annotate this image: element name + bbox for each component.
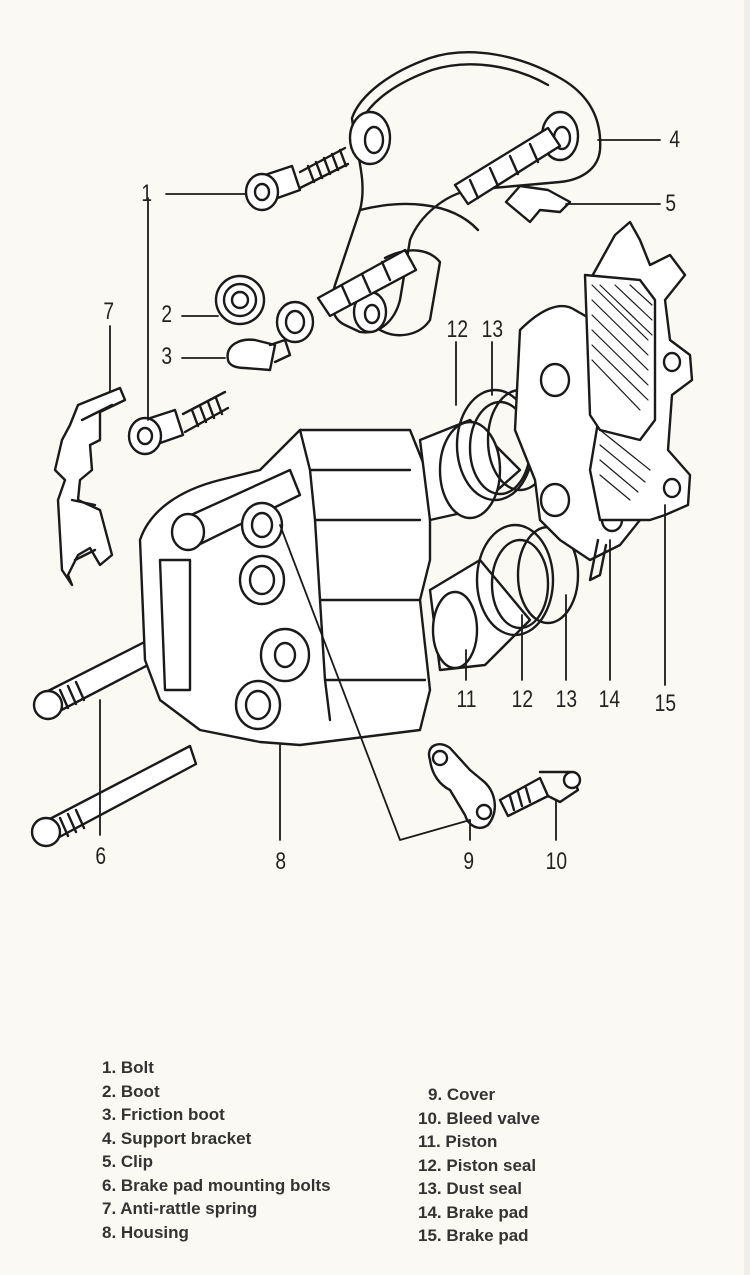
callout-2: 2 bbox=[161, 301, 173, 328]
bolt-lower-part bbox=[127, 390, 230, 456]
leader-lines bbox=[99, 139, 666, 841]
support-bracket-part bbox=[316, 51, 602, 337]
piston-upper-part bbox=[418, 418, 522, 522]
legend-item: 14. Brake pad bbox=[418, 1202, 529, 1222]
piston-lower-part bbox=[428, 558, 532, 672]
callout-9: 9 bbox=[463, 848, 475, 875]
housing-part bbox=[138, 428, 432, 747]
callout-1: 1 bbox=[141, 180, 153, 207]
clip-part bbox=[504, 184, 572, 224]
friction-boot-part bbox=[226, 338, 292, 372]
callout-12-lower: 12 bbox=[511, 686, 534, 713]
page-edge-strip bbox=[744, 0, 750, 1275]
legend-item: 9. Cover bbox=[428, 1085, 496, 1104]
callout-5: 5 bbox=[665, 190, 677, 217]
callout-6: 6 bbox=[95, 843, 107, 870]
legend-item: 1. Bolt bbox=[102, 1058, 154, 1077]
cover-part bbox=[427, 743, 496, 829]
callout-7: 7 bbox=[103, 298, 115, 325]
callout-11: 11 bbox=[456, 686, 477, 713]
anti-rattle-spring-part bbox=[53, 386, 127, 587]
bleed-valve-part bbox=[498, 770, 582, 818]
callout-15: 15 bbox=[654, 690, 677, 717]
callout-8: 8 bbox=[275, 848, 287, 875]
legend-item: 4. Support bracket bbox=[102, 1128, 252, 1148]
legend-item: 7. Anti-rattle spring bbox=[102, 1199, 258, 1218]
legend-item: 8. Housing bbox=[102, 1222, 189, 1242]
legend-item: 5. Clip bbox=[102, 1152, 154, 1171]
callout-14: 14 bbox=[598, 686, 621, 713]
legend-item: 10. Bleed valve bbox=[418, 1108, 540, 1128]
legend-item: 6. Brake pad mounting bolts bbox=[102, 1175, 331, 1195]
legend-item: 2. Boot bbox=[102, 1081, 160, 1101]
brake-caliper-exploded-diagram bbox=[30, 51, 694, 848]
legend-item: 15. Brake pad bbox=[418, 1226, 529, 1245]
brake-pad-outer-part bbox=[583, 220, 694, 522]
boot-part bbox=[214, 274, 315, 344]
legend-item: 3. Friction boot bbox=[102, 1105, 225, 1124]
callout-12-upper: 12 bbox=[446, 316, 469, 343]
legend-column-left: 1. Bolt 2. Boot 3. Friction boot 4. Supp… bbox=[102, 1056, 331, 1244]
legend-item: 12. Piston seal bbox=[418, 1155, 537, 1175]
legend-item: 13. Dust seal bbox=[418, 1179, 522, 1198]
bolt-upper-part bbox=[244, 146, 350, 212]
callout-3: 3 bbox=[161, 343, 173, 370]
callout-13-lower: 13 bbox=[555, 686, 578, 713]
callout-13-upper: 13 bbox=[481, 316, 504, 343]
legend-column-right: 9. Cover 10. Bleed valve 11. Piston 12. … bbox=[418, 1083, 540, 1248]
callout-4: 4 bbox=[669, 126, 681, 153]
callout-10: 10 bbox=[545, 848, 568, 875]
legend-item: 11. Piston bbox=[418, 1132, 498, 1151]
